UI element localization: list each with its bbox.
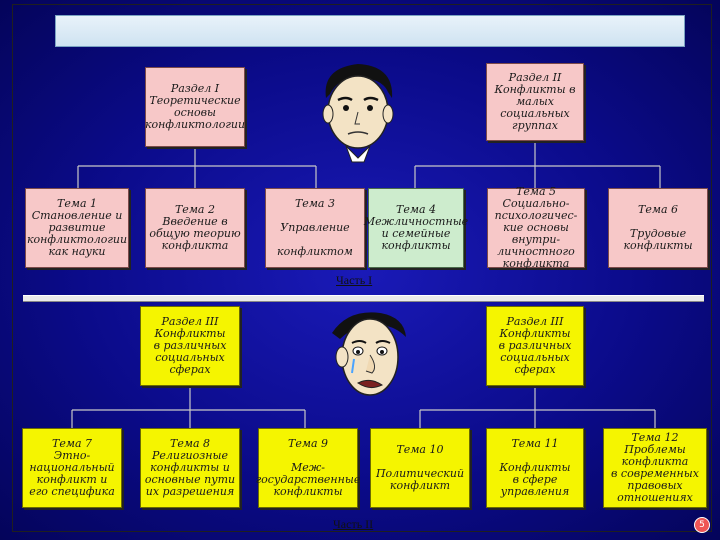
topic-6-text: Тема 6 Трудовые конфликты [623,203,693,252]
topic-10-box: Тема 10 Политический конфликт [370,428,470,508]
topic-2-text: Тема 2 Введение в общую теорию конфликта [149,203,241,252]
topic-12-text: Тема 12 Проблемы конфликта в современных… [611,431,699,504]
section-3b-box: Раздел III Конфликты в различных социаль… [486,306,584,386]
worried-face-icon [322,64,394,163]
topic-3-box: Тема 3 Управление конфликтом [265,188,365,268]
section-3b-text: Раздел III Конфликты в различных социаль… [498,315,572,376]
topic-7-text: Тема 7 Этно- национальный конфликт и его… [29,437,115,498]
topic-8-text: Тема 8 Религиозные конфликты и основные … [144,437,236,498]
topic-4-box: Тема 4 Межличностные и семейные конфликт… [364,188,468,268]
section-3a-text: Раздел III Конфликты в различных социаль… [153,315,227,376]
part-2-label: Часть II [333,517,374,531]
title-bar [55,15,685,47]
section-2-text: Раздел II Конфликты в малых социальных г… [494,71,576,132]
topic-11-text: Тема 11 Конфликты в сфере управления [499,437,571,498]
topic-12-box: Тема 12 Проблемы конфликта в современных… [603,428,707,508]
topic-8-box: Тема 8 Религиозные конфликты и основные … [140,428,240,508]
topic-6-box: Тема 6 Трудовые конфликты [608,188,708,268]
page-number: 5 [694,517,710,533]
topic-5-text: Тема 5 Социально- психологичес- кие осно… [494,185,578,270]
topic-2-box: Тема 2 Введение в общую теорию конфликта [145,188,245,268]
topic-4-text: Тема 4 Межличностные и семейные конфликт… [363,203,469,252]
topic-9-box: Тема 9 Меж- государственные конфликты [255,428,361,508]
topic-9-text: Тема 9 Меж- государственные конфликты [255,437,361,498]
topic-11-box: Тема 11 Конфликты в сфере управления [486,428,584,508]
topic-1-text: Тема 1 Становление и развитие конфликтол… [26,197,128,258]
divider [23,295,704,302]
topic-1-box: Тема 1 Становление и развитие конфликтол… [25,188,129,268]
topic-7-box: Тема 7 Этно- национальный конфликт и его… [22,428,122,508]
section-1-text: Раздел I Теоретические основы конфликтол… [144,82,246,131]
topic-3-text: Тема 3 Управление конфликтом [277,197,353,258]
slide-frame [12,4,712,532]
part-1-label: Часть I [336,273,373,287]
section-3a-box: Раздел III Конфликты в различных социаль… [140,306,240,386]
crying-face-icon [332,312,406,396]
section-2-box: Раздел II Конфликты в малых социальных г… [486,63,584,141]
topic-5-box: Тема 5 Социально- психологичес- кие осно… [487,185,585,270]
section-1-box: Раздел I Теоретические основы конфликтол… [145,67,245,147]
topic-10-text: Тема 10 Политический конфликт [375,443,465,492]
